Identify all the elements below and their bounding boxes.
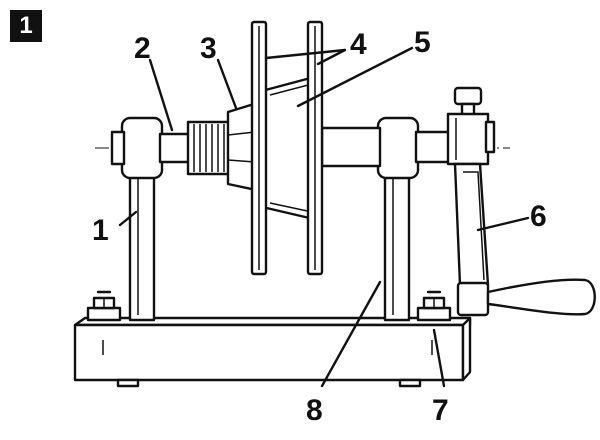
callout-2: 2 bbox=[134, 32, 151, 65]
right-disc bbox=[306, 20, 324, 276]
figure-number-badge: 1 bbox=[10, 10, 42, 42]
leader-lines bbox=[118, 46, 530, 388]
base-plate bbox=[73, 316, 472, 388]
callout-6: 6 bbox=[530, 200, 547, 233]
right-support-post bbox=[376, 116, 420, 322]
left-support-post bbox=[110, 116, 164, 322]
callout-1: 1 bbox=[92, 214, 109, 247]
callout-7: 7 bbox=[432, 394, 449, 427]
left-base-bolt bbox=[86, 290, 122, 322]
handle-assembly bbox=[446, 86, 596, 317]
callout-3: 3 bbox=[200, 32, 217, 65]
callout-8: 8 bbox=[306, 394, 323, 427]
right-base-bolt bbox=[416, 290, 452, 322]
threaded-section bbox=[186, 120, 232, 176]
callout-4: 4 bbox=[350, 28, 367, 61]
callout-5: 5 bbox=[414, 26, 431, 59]
left-disc bbox=[250, 20, 268, 276]
